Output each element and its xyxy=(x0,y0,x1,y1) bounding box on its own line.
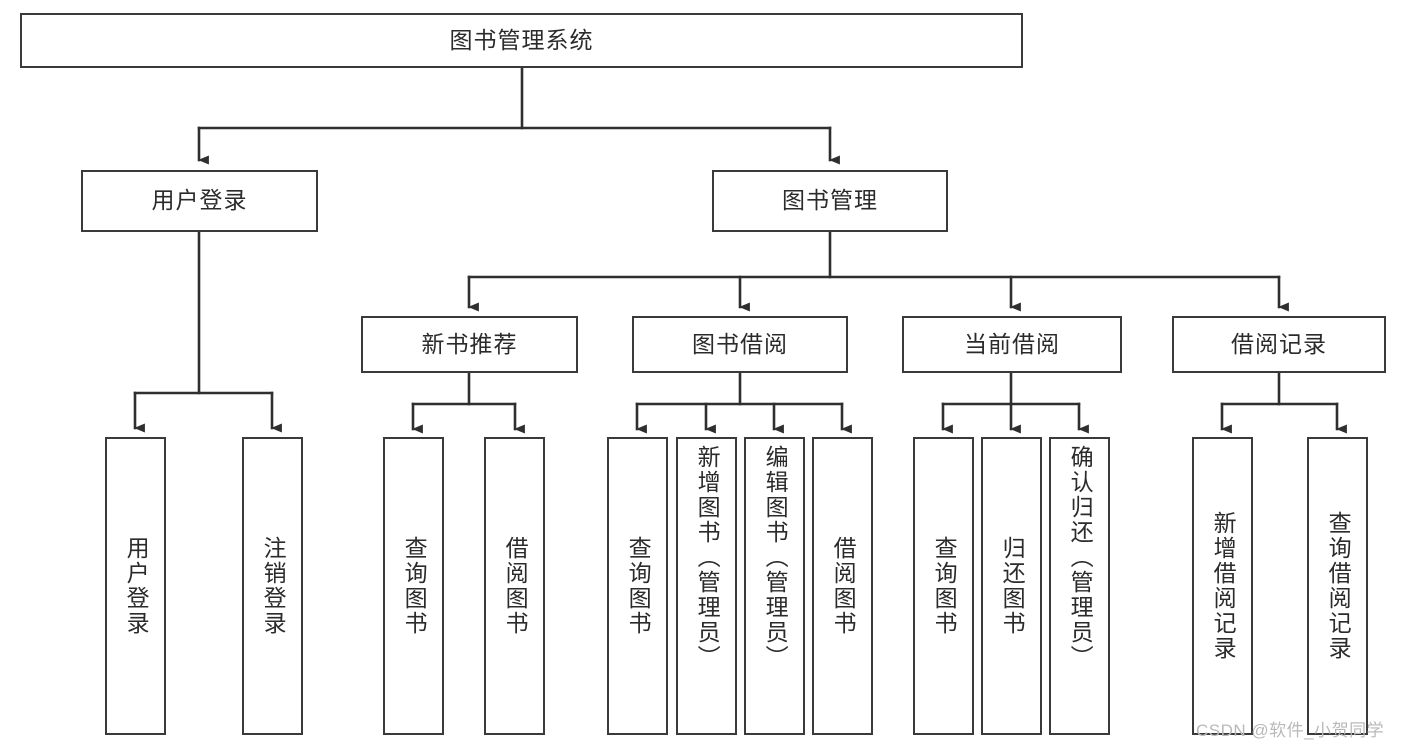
leaf-br-add-record[interactable]: 新增借阅记录 xyxy=(1192,437,1253,735)
node-label: 借阅记录 xyxy=(1231,330,1327,357)
leaf-label: 新增图书（管理员） xyxy=(694,445,721,670)
leaf-bb-query-book[interactable]: 查询图书 xyxy=(607,437,668,735)
leaf-label: 归还图书 xyxy=(999,536,1026,636)
leaf-br-query-record[interactable]: 查询借阅记录 xyxy=(1307,437,1368,735)
node-label: 用户登录 xyxy=(151,187,248,214)
node-label: 新书推荐 xyxy=(421,330,518,357)
leaf-label: 注销登录 xyxy=(260,536,287,636)
leaf-label: 查询图书 xyxy=(401,536,428,636)
node-label: 当前借阅 xyxy=(964,330,1060,357)
node-label: 图书借阅 xyxy=(692,330,788,357)
leaf-label: 查询借阅记录 xyxy=(1325,511,1352,661)
leaf-label: 借阅图书 xyxy=(502,536,529,636)
leaf-bb-edit-book-admin[interactable]: 编辑图书（管理员） xyxy=(744,437,805,735)
leaf-nb-query-book[interactable]: 查询图书 xyxy=(383,437,444,735)
leaf-label: 查询图书 xyxy=(625,536,652,636)
leaf-cb-return-book[interactable]: 归还图书 xyxy=(981,437,1042,735)
node-label: 图书管理系统 xyxy=(449,26,594,53)
leaf-label: 查询图书 xyxy=(931,536,958,636)
node-book-borrow[interactable]: 图书借阅 xyxy=(632,316,848,373)
leaf-cb-query-book[interactable]: 查询图书 xyxy=(913,437,974,735)
leaf-logout[interactable]: 注销登录 xyxy=(242,437,303,735)
leaf-label: 借阅图书 xyxy=(830,536,857,636)
node-new-book-recommend[interactable]: 新书推荐 xyxy=(361,316,578,373)
leaf-cb-confirm-return-admin[interactable]: 确认归还（管理员） xyxy=(1049,437,1110,735)
node-current-borrow[interactable]: 当前借阅 xyxy=(902,316,1122,373)
leaf-bb-add-book-admin[interactable]: 新增图书（管理员） xyxy=(676,437,737,735)
node-book-management[interactable]: 图书管理 xyxy=(712,170,948,232)
node-label: 图书管理 xyxy=(782,187,878,214)
leaf-label: 用户登录 xyxy=(123,536,150,636)
leaf-nb-borrow-book[interactable]: 借阅图书 xyxy=(484,437,545,735)
leaf-label: 新增借阅记录 xyxy=(1210,511,1237,661)
node-borrow-record[interactable]: 借阅记录 xyxy=(1172,316,1386,373)
node-root-system[interactable]: 图书管理系统 xyxy=(20,13,1023,68)
leaf-label: 编辑图书（管理员） xyxy=(762,445,789,670)
leaf-user-login[interactable]: 用户登录 xyxy=(105,437,166,735)
node-user-login[interactable]: 用户登录 xyxy=(81,170,318,232)
csdn-watermark: CSDN @软件_小贺同学 xyxy=(1196,721,1385,740)
leaf-label: 确认归还（管理员） xyxy=(1067,445,1094,670)
leaf-bb-borrow-book[interactable]: 借阅图书 xyxy=(812,437,873,735)
